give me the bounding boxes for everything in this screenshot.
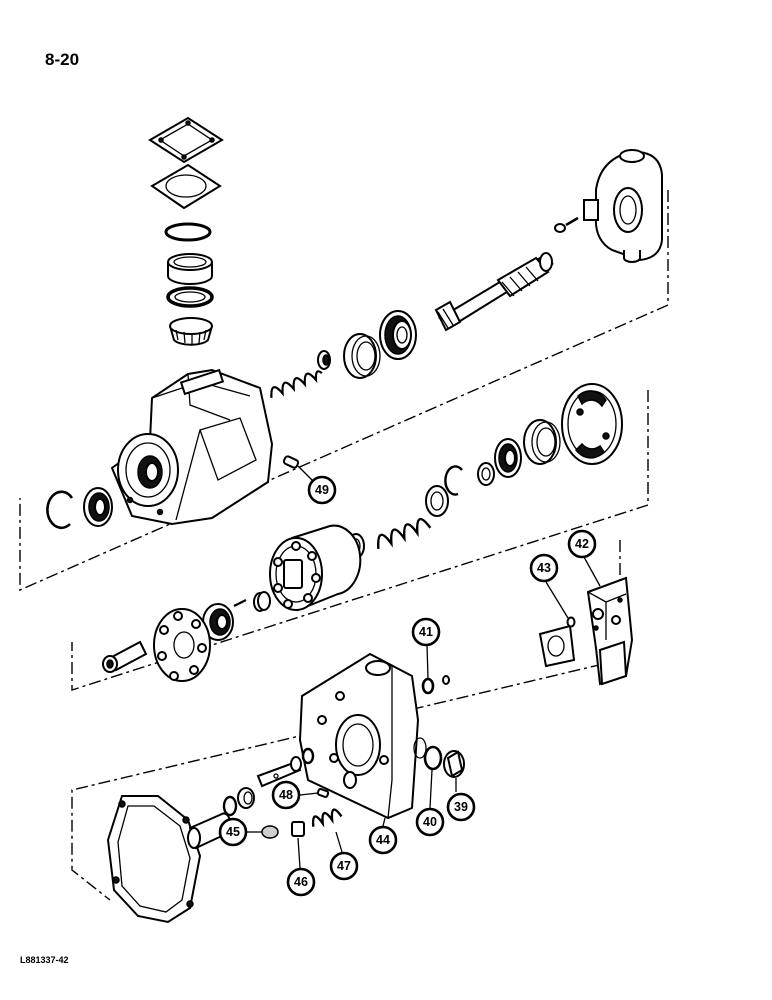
plug-39 [443,750,465,778]
shaft-seal-left [83,487,113,527]
svg-text:47: 47 [337,859,351,873]
callout-46: 46 [286,867,316,897]
figure-code: L881337-42 [20,955,69,965]
clip-46 [291,821,305,837]
callout-47: 47 [329,851,359,881]
svg-text:45: 45 [226,825,240,839]
seal-ring-upper [301,747,315,765]
retaining-pin-upper [554,216,579,233]
bearing-cup-top [167,253,213,285]
svg-text:49: 49 [315,483,329,497]
callout-48: 48 [271,780,301,810]
roller-bearing-upper [379,310,417,360]
callout-45: 45 [218,817,248,847]
callout-39: 39 [446,792,476,822]
spacer-middle [477,462,495,486]
roller-bearing-top [169,317,213,346]
svg-text:44: 44 [376,833,390,847]
roller-bearing-middle [494,438,522,478]
o-ring-43 [566,616,576,628]
svg-text:42: 42 [575,537,589,551]
end-cap-gasket [106,795,202,924]
svg-text:46: 46 [294,875,308,889]
snap-ring-left [46,490,74,530]
piston [102,640,148,673]
callout-41: 41 [411,617,441,647]
svg-text:40: 40 [423,815,437,829]
callout-42: 42 [567,529,597,559]
spring-47 [311,808,343,828]
bearing-cup-middle [523,419,561,465]
spring-upper [270,370,323,398]
top-cover-plate [148,116,224,164]
washer-middle [425,485,449,517]
pin-cylinder [233,591,271,612]
snap-ring-middle [444,465,463,496]
callout-44: 44 [368,825,398,855]
spacer-upper [317,350,331,370]
callout-40: 40 [415,807,445,837]
svg-text:39: 39 [454,800,468,814]
port-plate [561,383,623,465]
svg-text:48: 48 [279,788,293,802]
pump-housing [110,368,274,526]
bearing-cup-upper [343,333,381,379]
callout-43: 43 [529,553,559,583]
leader-lines [246,465,601,869]
port-end-cap [298,652,427,820]
pin-48 [316,788,330,798]
svg-text:41: 41 [419,625,433,639]
callout-49: 49 [307,475,337,505]
valve-gasket [538,624,576,668]
cylinder-block [269,524,362,612]
compensator-spool [256,756,302,788]
seal-ring-top [164,222,212,242]
svg-text:43: 43 [537,561,551,575]
retainer-plate [153,608,211,682]
page-number: 8-20 [45,50,80,69]
cylinder-spring [377,517,432,549]
o-ring-41 [421,675,450,695]
spool-washer [222,795,238,817]
pin-49 [282,455,300,469]
ball-guide [202,603,234,641]
o-ring-40 [423,745,443,771]
swivel-housing [583,149,663,263]
top-gasket [150,163,222,210]
washer-45 [261,825,279,839]
drive-shaft [434,252,555,332]
spool-cup [237,787,255,809]
bearing-ring-top [166,286,214,308]
compensator-valve-body [586,576,634,686]
